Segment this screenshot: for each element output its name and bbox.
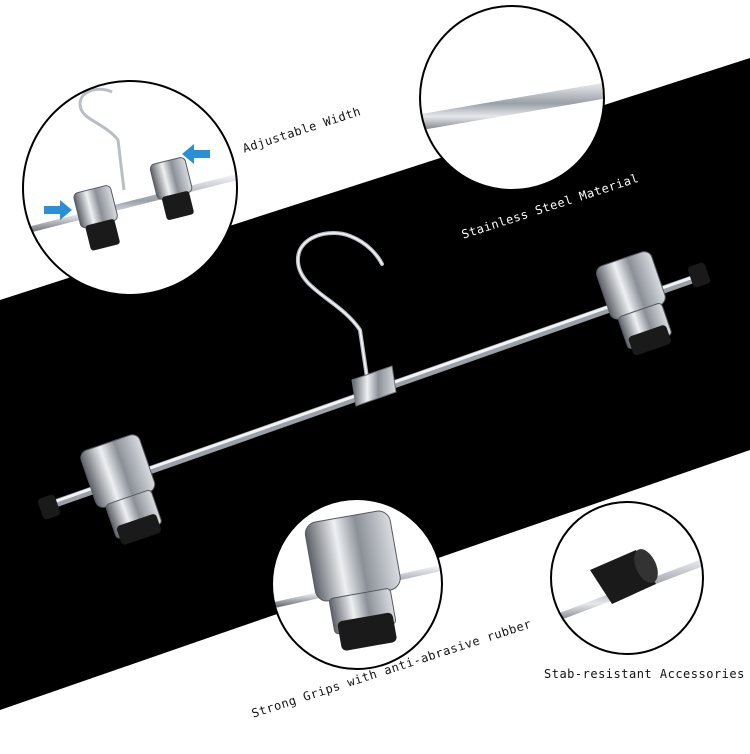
label-stab-resistant: Stab-resistant Accessories [544, 667, 745, 681]
detail-circle-adjustable-width [22, 80, 238, 296]
detail-circle-stainless-steel [419, 5, 605, 191]
main-hanger [37, 231, 711, 545]
detail-circle-stab-resistant [550, 501, 704, 655]
detail-circle-strong-grips [271, 498, 443, 670]
arrow-left-icon [182, 144, 210, 164]
arrow-right-icon [44, 200, 72, 220]
